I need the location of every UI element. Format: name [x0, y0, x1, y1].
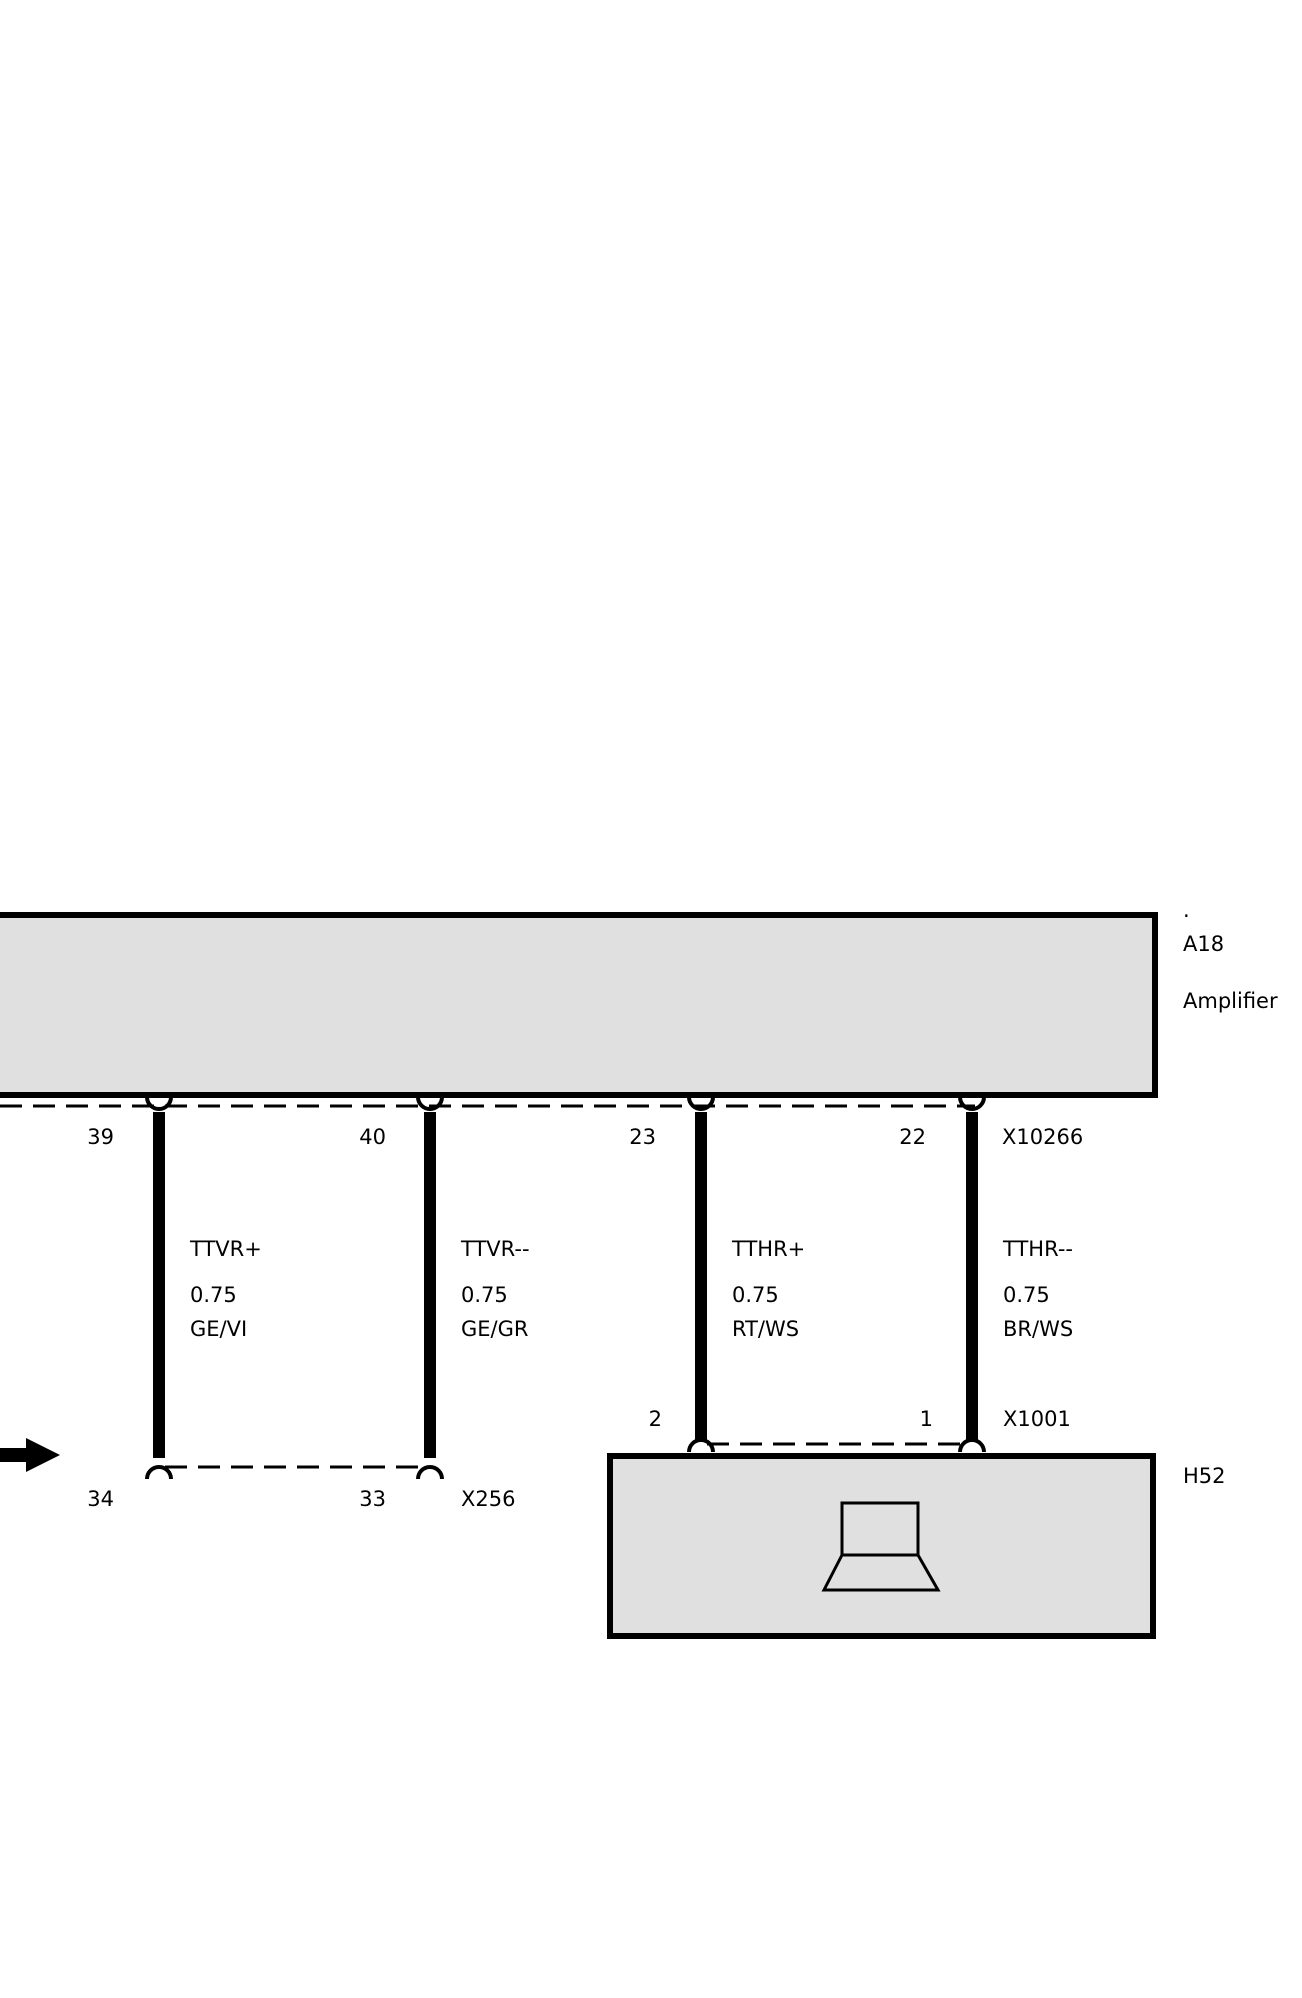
pin-34-label: 34	[87, 1487, 114, 1511]
pin-39-label: 39	[87, 1125, 114, 1149]
amplifier-box	[0, 912, 1158, 1098]
wire-ttvr-plus-signal: TTVR+	[189, 1237, 262, 1261]
pin-cup-39	[145, 1096, 173, 1111]
pin-cup-33	[416, 1465, 444, 1480]
wire-ttvr-plus-color: GE/VI	[190, 1317, 247, 1341]
amplifier-dot: .	[1183, 898, 1190, 922]
pin-cup-22	[958, 1096, 986, 1111]
wire-tthr-minus-size: 0.75	[1003, 1283, 1050, 1307]
pin-22-label: 22	[899, 1125, 926, 1149]
wire-tthr-minus-color: BR/WS	[1003, 1317, 1073, 1341]
wire-ttvr-minus-color: GE/GR	[461, 1317, 528, 1341]
pin-2-label: 2	[649, 1407, 662, 1431]
connector-x256-label: X256	[461, 1487, 515, 1511]
pin-40-label: 40	[359, 1125, 386, 1149]
wire-tthr-plus-size: 0.75	[732, 1283, 779, 1307]
connector-x1001-label: X1001	[1003, 1407, 1071, 1431]
pin-1-label: 1	[920, 1407, 933, 1431]
amplifier-name: Amplifier	[1183, 989, 1278, 1013]
wire-tthr-plus-color: RT/WS	[732, 1317, 799, 1341]
pin-cups-top	[145, 1096, 986, 1111]
speaker-id: H52	[1183, 1464, 1226, 1488]
pin-33-label: 33	[359, 1487, 386, 1511]
wire-ttvr-minus-size: 0.75	[461, 1283, 508, 1307]
wire-ttvr-minus-signal: TTVR--	[460, 1237, 530, 1261]
wire-tthr-minus-signal: TTHR--	[1002, 1237, 1073, 1261]
speaker-icon	[821, 1501, 941, 1592]
speaker-box	[607, 1453, 1156, 1639]
amplifier-id: A18	[1183, 932, 1224, 956]
pin-cup-23	[687, 1096, 715, 1111]
pin-cup-1	[958, 1438, 986, 1453]
pin-cup-2	[687, 1438, 715, 1453]
arrow-right-icon	[0, 1438, 60, 1472]
pin-cup-40	[416, 1096, 444, 1111]
pin-cup-34	[145, 1465, 173, 1480]
wire-ttvr-plus-size: 0.75	[190, 1283, 237, 1307]
connector-x10266-label: X10266	[1002, 1125, 1083, 1149]
wire-tthr-plus-signal: TTHR+	[731, 1237, 805, 1261]
pin-23-label: 23	[629, 1125, 656, 1149]
pin-cups-bottom	[145, 1438, 986, 1480]
